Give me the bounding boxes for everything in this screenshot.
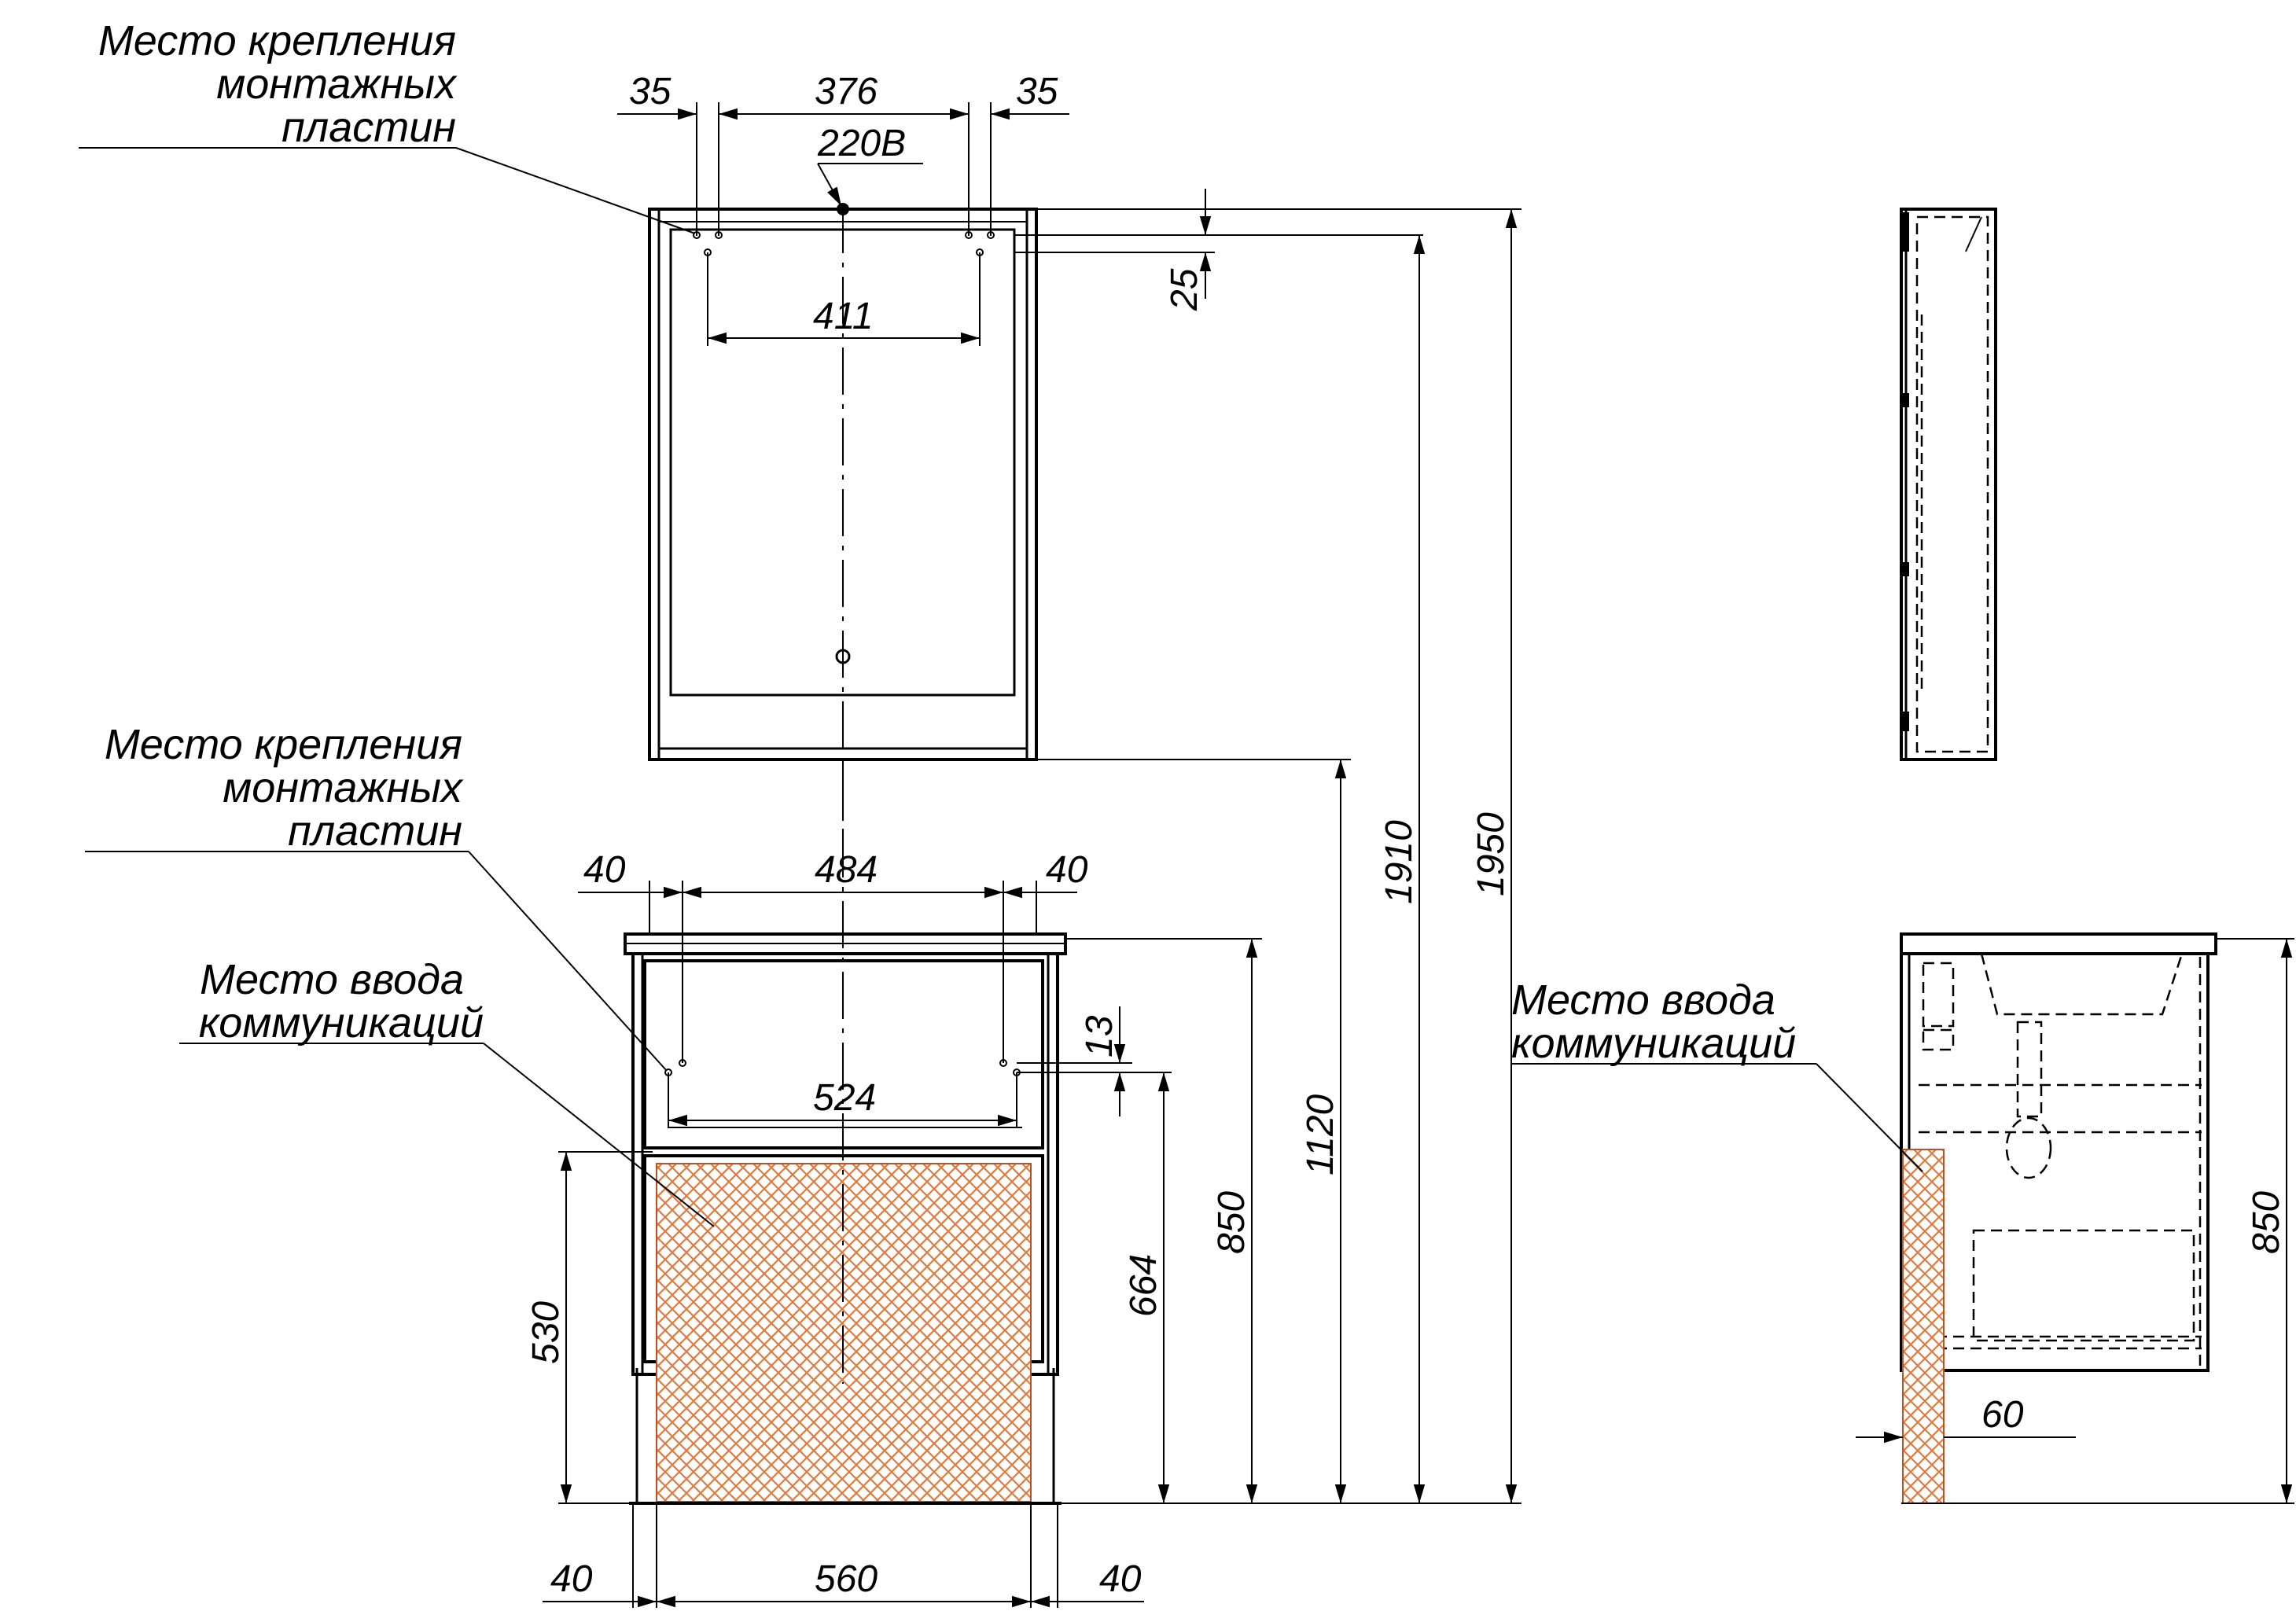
svg-text:Место крепления: Место крепления [105, 721, 462, 768]
dim-mirror-right: 35 [1016, 71, 1058, 112]
svg-text:коммуникаций: коммуникаций [199, 999, 484, 1046]
dim-mirror-top: 25 [1164, 268, 1205, 311]
dim-cab-top: 13 [1079, 1015, 1120, 1057]
dim-overall-1120: 1120 [1300, 1094, 1341, 1175]
dim-cab-right: 40 [1046, 849, 1088, 891]
label-mount-plates-mirror: Место крепления монтажных пластин [79, 17, 696, 234]
dim-bottom-right: 40 [1099, 1558, 1142, 1600]
cabinet-side-view [1900, 932, 2294, 1504]
svg-text:Место ввода: Место ввода [1511, 977, 1775, 1024]
label-utility-entry-side: Место ввода коммуникаций [1511, 977, 1923, 1172]
dim-overall-1910: 1910 [1378, 820, 1420, 904]
dim-cab-holes-height: 664 [1123, 1254, 1165, 1317]
dim-mirror-between: 376 [815, 71, 878, 112]
cabinet-front-view [624, 760, 1067, 1505]
side-dimensions: 850 60 [1856, 938, 2294, 1503]
dim-cab-holes: 524 [813, 1077, 876, 1119]
dim-cab-between: 484 [815, 849, 878, 891]
cabinet-top-dimensions: 40 484 40 524 13 530 664 850 [525, 849, 1262, 1503]
dim-cab-left: 40 [583, 849, 626, 891]
dim-bottom-left: 40 [550, 1558, 593, 1600]
dim-side-entry: 60 [1981, 1394, 2024, 1436]
dim-mirror-left: 35 [629, 71, 672, 112]
svg-text:монтажных: монтажных [223, 764, 464, 811]
svg-text:пластин: пластин [281, 104, 456, 151]
dim-cab-entry: 530 [525, 1301, 567, 1364]
utility-zone-side [1902, 1149, 1945, 1504]
svg-text:пластин: пластин [288, 807, 462, 855]
bottom-dimensions: 40 560 40 [543, 1503, 1144, 1608]
dim-side-height: 850 [2246, 1191, 2287, 1254]
overall-dimensions: 1120 1910 1950 [558, 208, 1521, 1504]
power-outlet-icon [837, 203, 849, 215]
mirror-side-view [1900, 208, 1997, 761]
dim-bottom-zone: 560 [815, 1558, 878, 1600]
switch-icon [835, 649, 851, 664]
svg-text:Место ввода: Место ввода [200, 956, 464, 1003]
svg-text:монтажных: монтажных [216, 61, 458, 108]
svg-text:Место крепления: Место крепления [98, 17, 456, 64]
label-utility-entry-front: Место ввода коммуникаций [179, 956, 715, 1227]
label-mount-plates-cabinet: Место крепления монтажных пластин [85, 721, 668, 1072]
dim-mirror-holes: 411 [813, 296, 874, 337]
svg-text:коммуникаций: коммуникаций [1511, 1020, 1796, 1067]
dim-cab-height: 850 [1211, 1191, 1253, 1254]
mirror-top-dimensions: 35 376 35 220В 411 25 [617, 71, 1423, 346]
dim-overall-1950: 1950 [1470, 812, 1512, 896]
dim-power: 220В [817, 123, 906, 164]
